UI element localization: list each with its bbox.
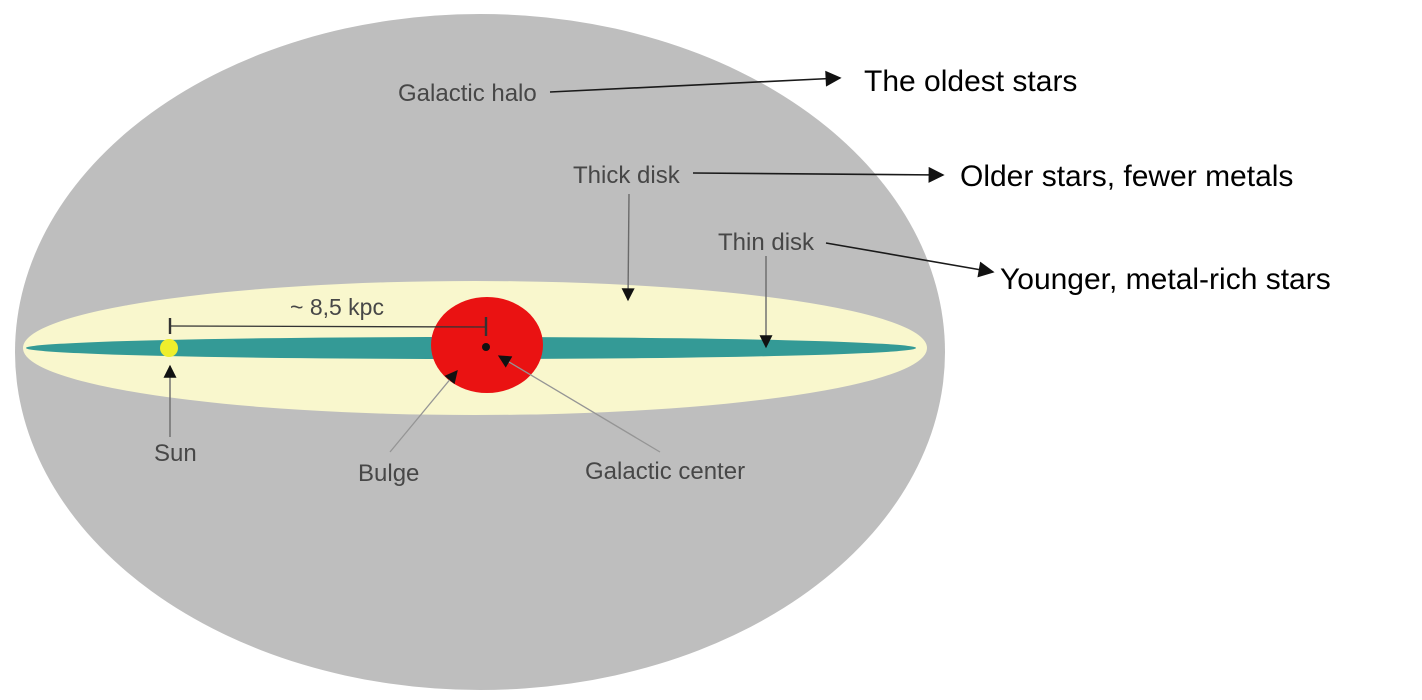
distance-measure-line: [170, 325, 487, 328]
thick-disk-annotation-line: [692, 166, 945, 183]
galactic-halo-label: Galactic halo: [398, 80, 537, 107]
thick-disk-label: Thick disk: [573, 162, 681, 189]
thin-disk-label: Thin disk: [718, 229, 815, 256]
thin-disk-annotation-text: Younger, metal-rich stars: [1000, 263, 1331, 296]
bulge-callout-line: [389, 369, 458, 453]
thin-disk-annotation-line: [825, 242, 995, 278]
galactic-center-dot: [482, 343, 490, 351]
galactic-center-label: Galactic center: [585, 458, 745, 485]
bulge-label: Bulge: [358, 460, 419, 487]
halo-annotation-line: [549, 70, 842, 93]
sun-label: Sun: [154, 440, 197, 467]
halo-annotation-text: The oldest stars: [864, 65, 1077, 98]
distance-label: ~ 8,5 kpc: [290, 294, 384, 320]
thick-disk-pointer-arrow: [621, 193, 635, 302]
thick-disk-annotation-text: Older stars, fewer metals: [960, 160, 1293, 193]
galactic-center-callout-line: [497, 355, 661, 453]
sun-dot: [160, 339, 178, 357]
